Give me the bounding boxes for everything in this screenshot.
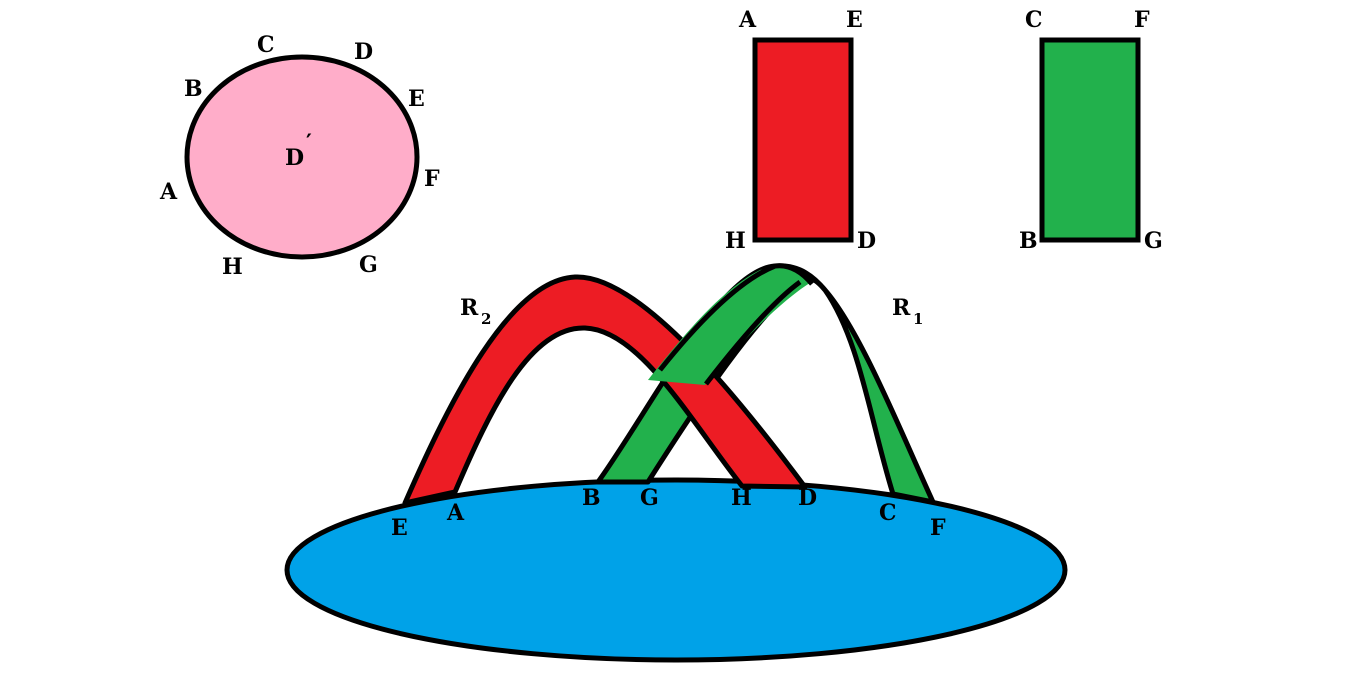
red-rect-label-h: H xyxy=(725,228,746,254)
pink-disk xyxy=(184,54,420,260)
base-label-g: G xyxy=(640,485,659,511)
red-band-r2 xyxy=(402,274,808,506)
disk-center-label: D xyxy=(285,145,304,171)
red-rect-label-a: A xyxy=(738,7,757,33)
green-rect-label-f: F xyxy=(1134,7,1150,33)
red-band-label: R xyxy=(460,295,479,321)
green-band-r1-crossover-edge-inner xyxy=(704,279,802,386)
green-band-subscript: 1 xyxy=(913,310,923,328)
green-rect-label-c: C xyxy=(1025,7,1043,33)
disk-label-d: D xyxy=(354,39,373,65)
base-ellipse xyxy=(284,477,1068,663)
green-rect-label-g: G xyxy=(1144,228,1163,254)
green-rect-label-b: B xyxy=(1019,228,1038,254)
disk-label-f: F xyxy=(424,166,440,192)
base-label-h: H xyxy=(731,485,752,511)
red-rect-label-d: D xyxy=(857,228,876,254)
red-rectangle xyxy=(752,37,854,243)
disk-label-b: B xyxy=(184,76,203,102)
disk-label-e: E xyxy=(408,86,425,112)
base-label-f: F xyxy=(930,515,946,541)
red-band-subscript: 2 xyxy=(481,310,491,328)
green-band-label: R xyxy=(892,295,911,321)
green-band-r1-crossover-edge-outer xyxy=(658,263,814,372)
base-label-a: A xyxy=(446,500,465,526)
disk-label-c: C xyxy=(257,32,275,58)
base-label-d: D xyxy=(798,485,817,511)
disk-label-g: G xyxy=(359,252,378,278)
red-rect-label-e: E xyxy=(846,7,863,33)
green-band-r1-crossover xyxy=(648,266,810,385)
disk-label-a: A xyxy=(159,179,178,205)
base-label-e: E xyxy=(391,515,408,541)
disk-center-prime: ′ xyxy=(306,130,312,156)
base-label-c: C xyxy=(879,500,897,526)
green-rectangle xyxy=(1039,37,1141,243)
base-label-b: B xyxy=(582,485,601,511)
disk-label-h: H xyxy=(222,254,243,280)
